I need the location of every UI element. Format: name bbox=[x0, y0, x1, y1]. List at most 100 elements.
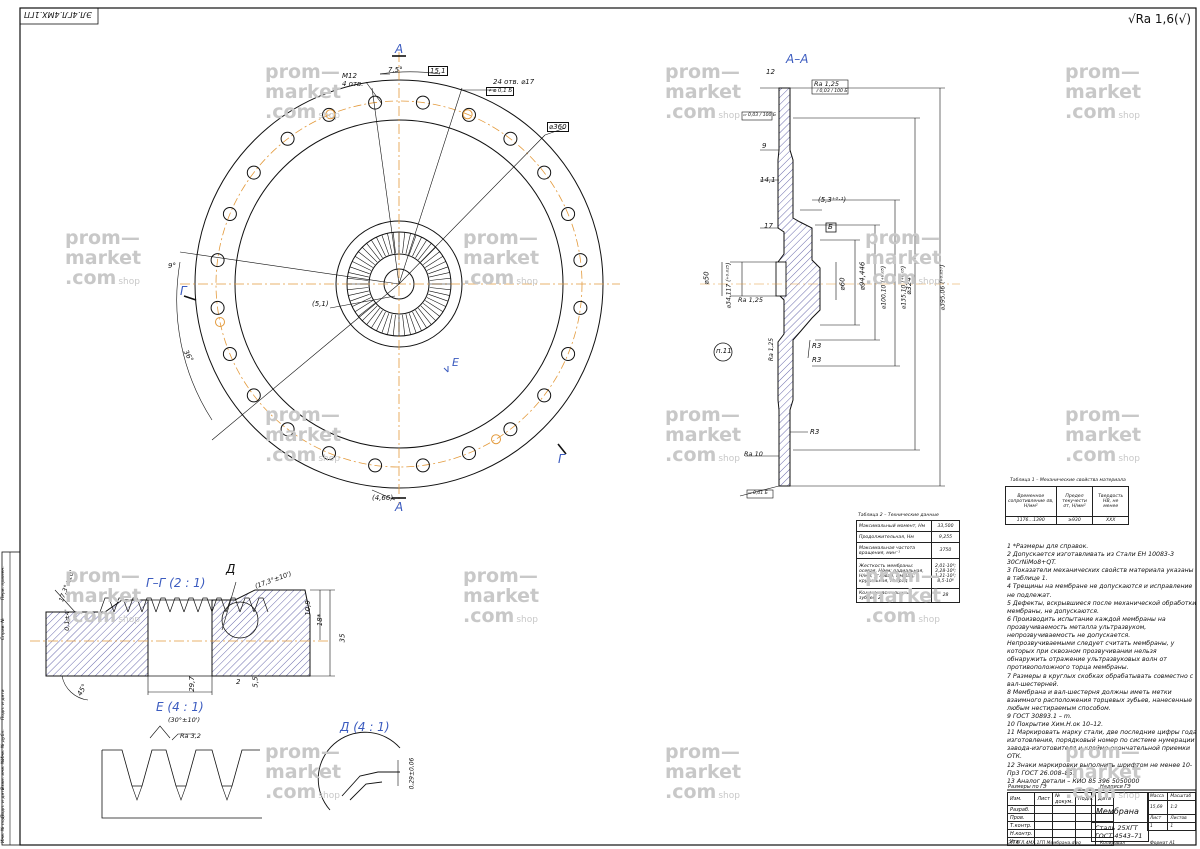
table2-row5-label: Количество торцевых зубьев, Z bbox=[856, 588, 932, 603]
face-tooth bbox=[429, 287, 451, 291]
face-tooth bbox=[381, 313, 390, 334]
face-tooth bbox=[426, 297, 447, 307]
dim-aa-14-1: 14,1 bbox=[760, 176, 776, 184]
table2-row3-label: Максимальная частота вращения, мин⁻¹ bbox=[856, 542, 932, 559]
roughness-aa-side: Ra 1,25 bbox=[768, 337, 776, 362]
corner-stamp-frame bbox=[19, 7, 99, 25]
face-tooth bbox=[408, 313, 417, 334]
sheet-frame bbox=[19, 7, 1197, 846]
face-tooth bbox=[387, 314, 393, 335]
tb-mass-value: 15,69 bbox=[1146, 800, 1169, 815]
strip-ref-no: Справ. № bbox=[1, 618, 6, 640]
bolt-hole bbox=[222, 347, 237, 361]
view-title-section-aa: А–А bbox=[786, 52, 809, 66]
dim-e-angle: (30°±10') bbox=[168, 716, 201, 724]
cut-label-a-top: А bbox=[395, 42, 404, 56]
face-tooth bbox=[420, 246, 437, 263]
face-tooth bbox=[420, 305, 437, 322]
face-tooth bbox=[429, 290, 450, 296]
bolt-hole bbox=[537, 165, 552, 180]
note-6: 6 Производить испытание каждой мембраны … bbox=[1007, 615, 1175, 672]
roughness-e: Ra 3,2 bbox=[180, 732, 201, 740]
tb-row-tcontrol: Т.контр. bbox=[1006, 821, 1036, 830]
face-tooth bbox=[423, 303, 440, 317]
tb-sheets-value: 1 bbox=[1167, 822, 1196, 831]
dim-gg-5-5: 5,5 bbox=[251, 676, 260, 688]
dim-angle-15-1: 15,1 bbox=[428, 66, 448, 76]
face-tooth bbox=[347, 287, 369, 291]
dim-aa-60: ⌀60 bbox=[838, 277, 847, 291]
bolt-hole bbox=[368, 458, 383, 473]
table2-row3-value: 3750 bbox=[931, 542, 960, 559]
strip-sign-date-1: Подп. и дата bbox=[1, 689, 6, 720]
face-tooth bbox=[402, 314, 406, 336]
table2-row2-value: 9,255 bbox=[931, 531, 960, 543]
face-tooth bbox=[371, 310, 383, 329]
tb-col-change: Изм. bbox=[1006, 792, 1036, 806]
face-tooth bbox=[366, 243, 380, 260]
dim-aa-50: ⌀50 bbox=[702, 271, 711, 285]
dim-gg-18: 18* bbox=[316, 613, 325, 627]
note-5: 5 Дефекты, вскрывшиеся после механическо… bbox=[1007, 599, 1197, 615]
corner-stamp: ЭЛ.4ГЛ.4МХ.1ГП bbox=[24, 10, 92, 19]
tb-row-ncontrol: Н.контр. bbox=[1006, 829, 1036, 838]
tb-row-developed: Разраб. bbox=[1006, 805, 1036, 814]
bolt-hole bbox=[561, 207, 576, 221]
face-tooth bbox=[402, 232, 406, 254]
section-tooth bbox=[141, 597, 157, 613]
table2-row2-label: Продолжительная, Нм bbox=[856, 531, 932, 543]
bolt-hole bbox=[415, 95, 430, 110]
tb-row-checked: Пров. bbox=[1006, 813, 1036, 822]
front-view bbox=[176, 52, 620, 505]
dim-gg-35: 35 bbox=[338, 633, 347, 643]
table1-header-3: Твердость НВ, не менее bbox=[1092, 486, 1129, 517]
note-9: 9 ГОСТ 30893.1 – m. bbox=[1007, 712, 1072, 720]
face-tooth bbox=[418, 308, 432, 325]
datum-b: Б bbox=[828, 223, 833, 231]
face-tooth bbox=[354, 256, 373, 268]
bolt-hole bbox=[573, 300, 588, 315]
tb-sheets-label: Листов bbox=[1167, 814, 1196, 823]
sheet-format: Формат А1 bbox=[1150, 841, 1176, 846]
dim-thread: М12 bbox=[342, 72, 357, 80]
dim-holes-tolerance: ⌖ ⌀ 0,1 Б bbox=[486, 87, 515, 96]
note-8: 8 Мембрана и вал-шестерня должны иметь м… bbox=[1007, 688, 1193, 712]
material-line-2: ГОСТ 4543–71 bbox=[1095, 832, 1143, 840]
dim-d-height: 0,29±0,06 bbox=[408, 757, 416, 790]
note-12: 12 Знаки маркировки выполнить шрифтом не… bbox=[1007, 761, 1193, 777]
dim-aa-12: 12 bbox=[766, 68, 775, 76]
face-tooth bbox=[428, 266, 449, 275]
tolerance-aa-top: ▱ 0,03 / 100 Б bbox=[743, 113, 777, 118]
face-tooth bbox=[426, 261, 447, 271]
section-tooth bbox=[183, 597, 199, 613]
face-tooth bbox=[425, 300, 444, 312]
technical-notes: 1 *Размеры для справок. 2 Допускается из… bbox=[1007, 543, 1197, 786]
face-tooth bbox=[415, 239, 427, 258]
dim-pcd: ⌀360 bbox=[547, 122, 569, 132]
table1-title: Таблица 1 – Механические свойства матери… bbox=[1010, 478, 1126, 483]
section-gg bbox=[30, 581, 335, 701]
face-tooth bbox=[351, 261, 372, 271]
detail-e bbox=[101, 725, 262, 819]
section-tooth bbox=[127, 597, 143, 613]
section-tooth bbox=[225, 597, 241, 613]
face-tooth bbox=[361, 305, 378, 322]
dim-gg-29-7: 29,7 bbox=[187, 676, 196, 692]
table2-row4-label: Жесткость мембраны: осевая, Н/мм; радиал… bbox=[856, 558, 932, 589]
threaded-hole bbox=[462, 109, 473, 120]
face-tooth bbox=[405, 314, 411, 335]
table1-value-3: ХХХ bbox=[1092, 516, 1129, 525]
copied-by: Копировал bbox=[1100, 841, 1126, 846]
tolerance-aa-bottom: ▱ 0,01 Б bbox=[748, 491, 768, 496]
dim-gg-2: 2 bbox=[236, 678, 241, 686]
face-tooth bbox=[429, 272, 450, 278]
section-tooth bbox=[169, 597, 185, 613]
